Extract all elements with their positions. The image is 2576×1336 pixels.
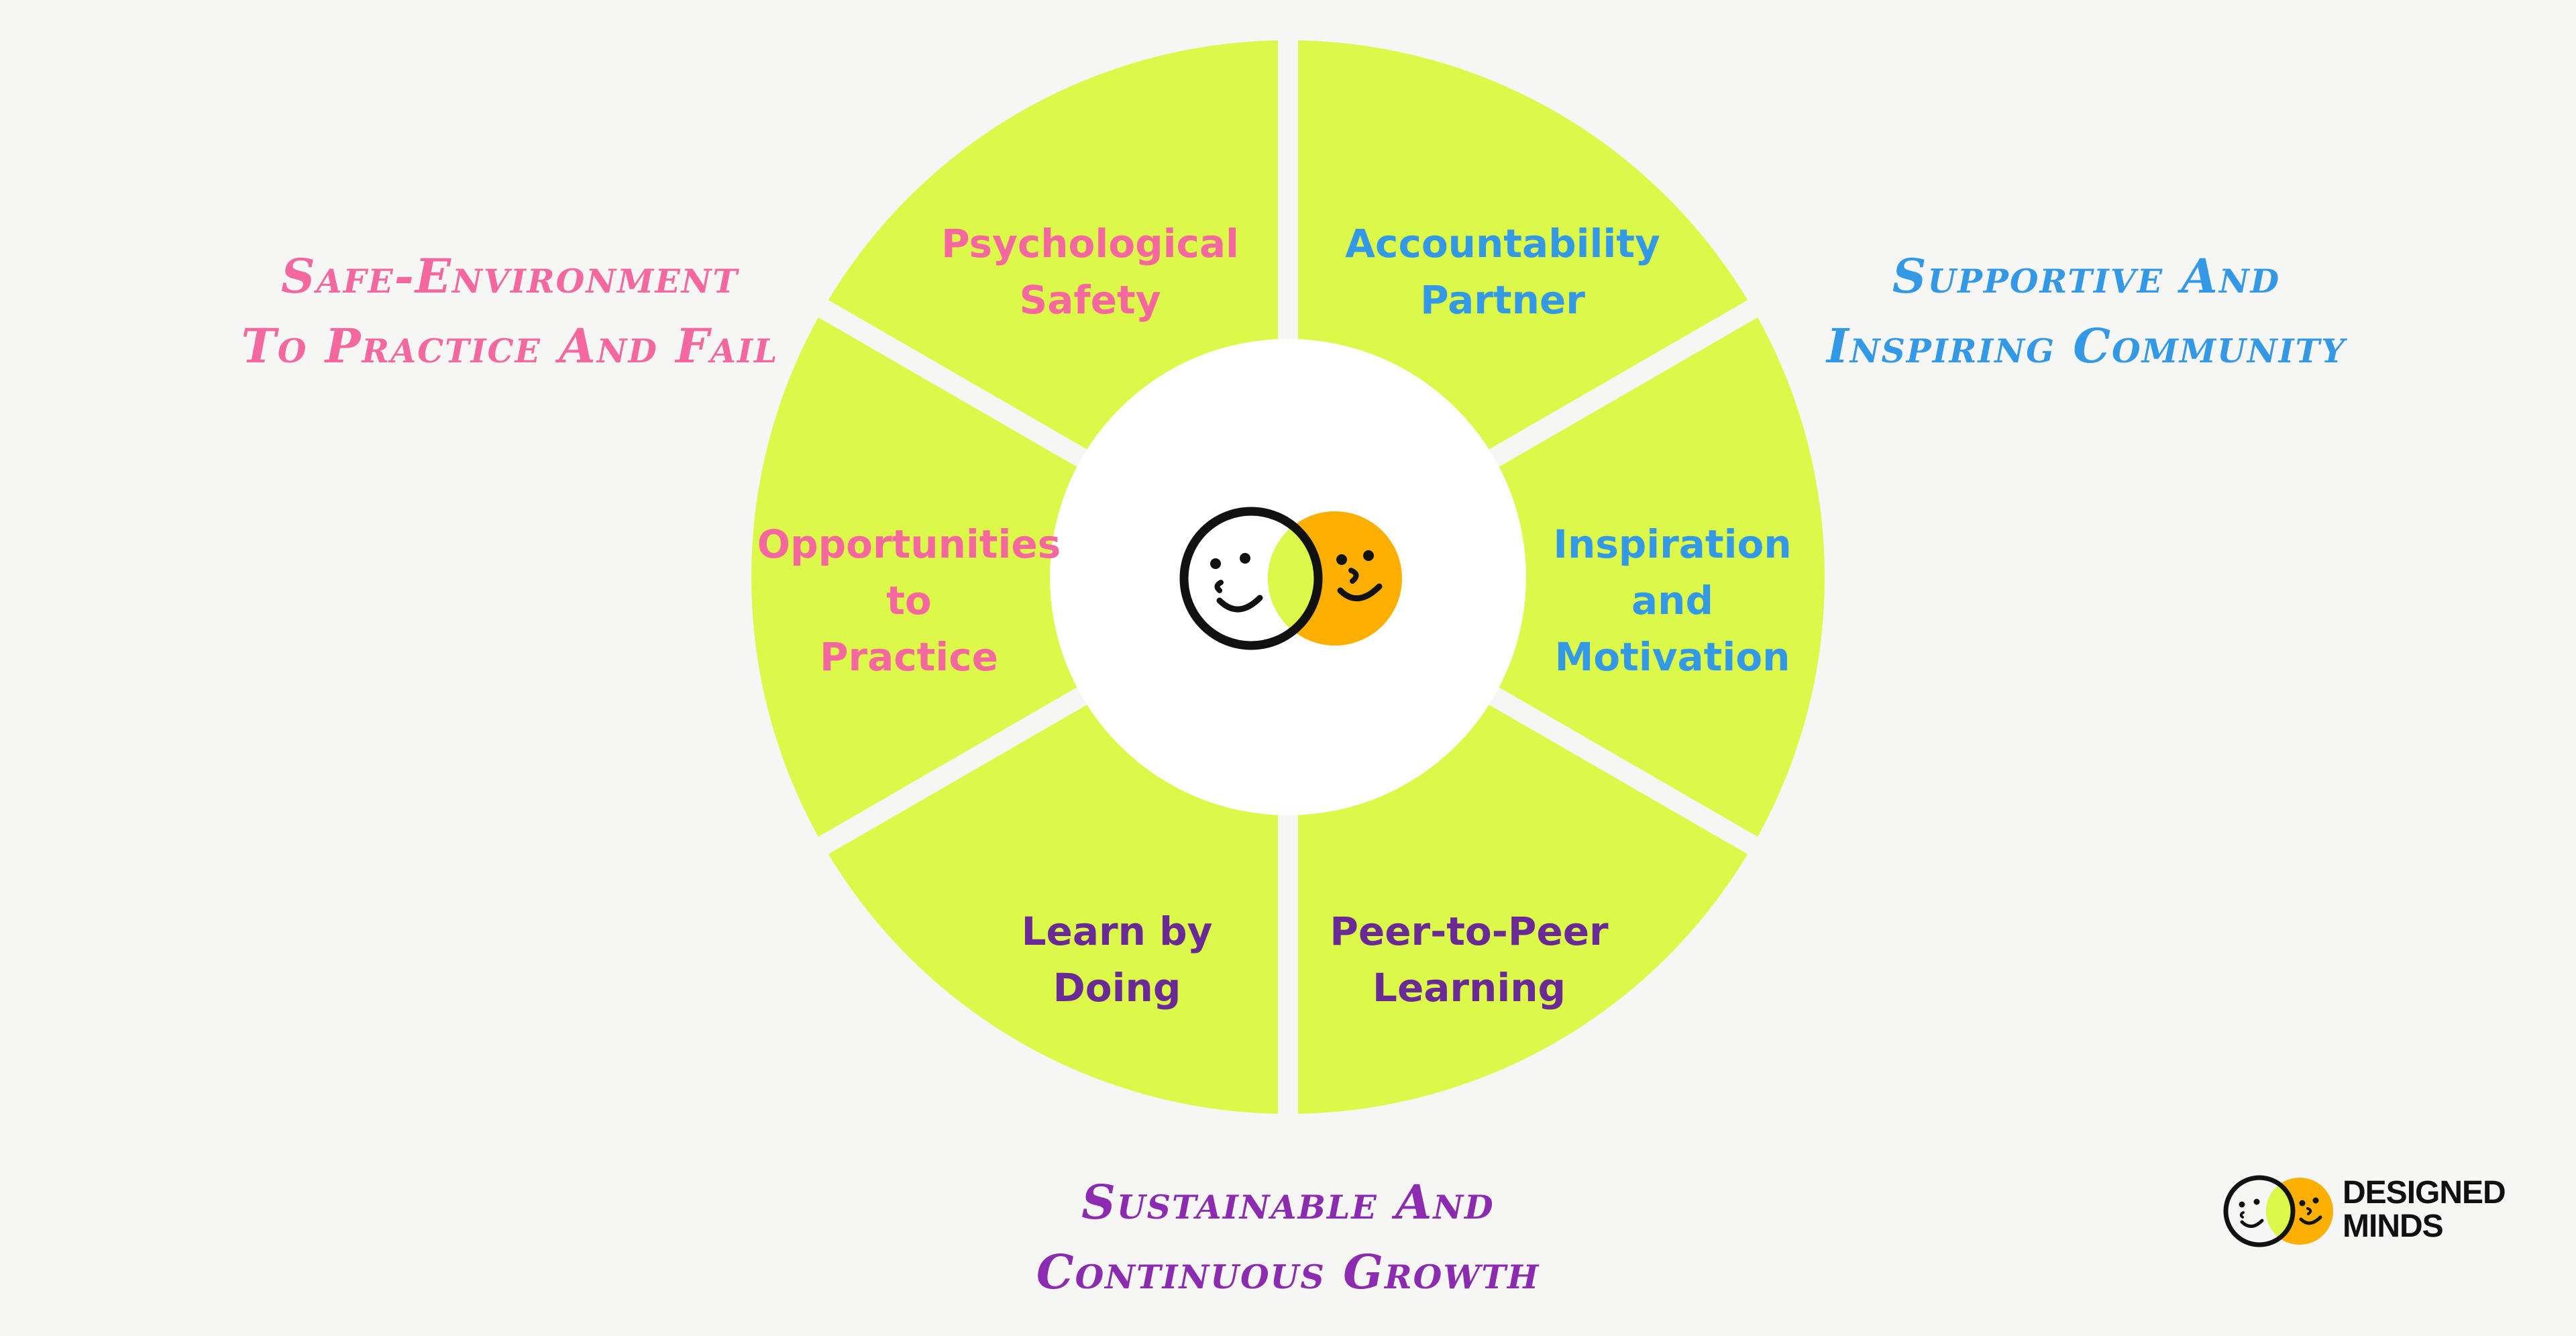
segment-label-line: Doing [1053,965,1181,1011]
wheel-segment [1308,317,1825,837]
segment-label-line: Motivation [1555,634,1790,680]
theme-sustainable-line1: Sustainable And [1081,1174,1495,1230]
segment-label-line: Inspiration [1553,521,1791,567]
segment-label-line: Psychological [941,221,1239,266]
two-faces-logo-icon [1179,507,1402,650]
wheel-segment [751,317,1268,837]
segment-label-line: Peer-to-Peer [1330,909,1609,954]
theme-safe-line1: Safe-Environment [281,248,739,304]
designed-minds-logo-icon [2223,1175,2333,1247]
brand-name: DESIGNED MINDS [2343,1176,2506,1243]
theme-supportive-line2: Inspiring Community [1826,318,2347,374]
segment-label-line: to [886,578,932,623]
brand-line1: DESIGNED [2343,1175,2506,1211]
segment-label: Learn by Doing [1022,909,1213,1011]
segment-label-line: Learning [1373,965,1566,1011]
theme-safe-line2: To Practice And Fail [241,318,779,374]
theme-supportive-line1: Supportive And [1892,248,2281,304]
segment-label-line: Learn by [1022,909,1213,954]
theme-sustainable-growth: Sustainable And Continuous Growth [973,1168,1603,1307]
segment-label-line: Accountability [1345,221,1660,266]
brand-logo: DESIGNED MINDS [2220,1171,2529,1251]
theme-safe-environment: Safe-Environment To Practice And Fail [221,242,798,381]
segment-label-line: Partner [1420,277,1585,323]
segment-label-line: Safety [1019,277,1161,323]
segment-label-line: Practice [820,634,998,680]
brand-line2: MINDS [2343,1209,2444,1244]
segment-label-line: and [1631,578,1713,623]
segment-label-line: Opportunities [757,521,1061,567]
theme-supportive-community: Supportive And Inspiring Community [1784,242,2388,381]
theme-sustainable-line2: Continuous Growth [1036,1244,1540,1300]
